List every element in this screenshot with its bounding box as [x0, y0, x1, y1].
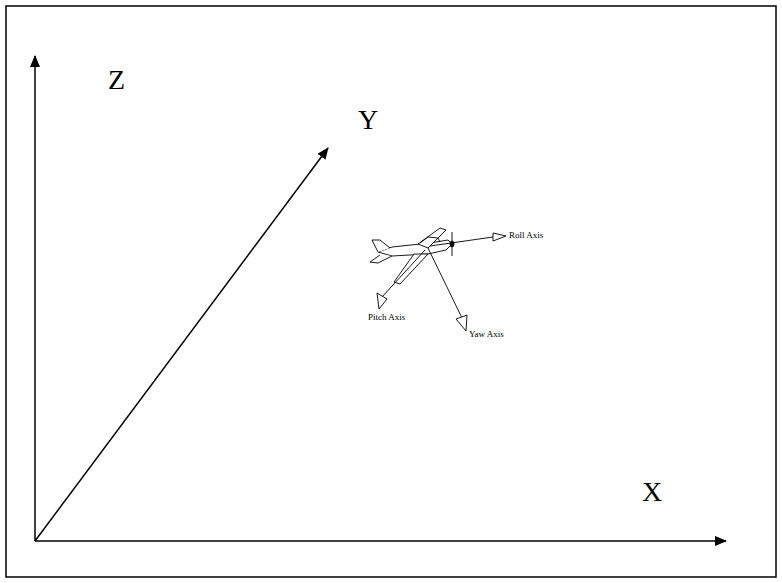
z-axis: [34, 56, 36, 541]
y-axis: [35, 148, 328, 541]
axis-label: X: [642, 478, 662, 506]
x-axis: [35, 540, 726, 542]
axis-caption: Pitch Axis: [368, 313, 405, 322]
axis-caption: Yaw Axis: [469, 330, 504, 339]
frame: [6, 6, 776, 577]
axis-label: Z: [108, 66, 125, 94]
axis-caption: Roll Axis: [509, 231, 543, 240]
axis-label: Y: [358, 106, 378, 134]
